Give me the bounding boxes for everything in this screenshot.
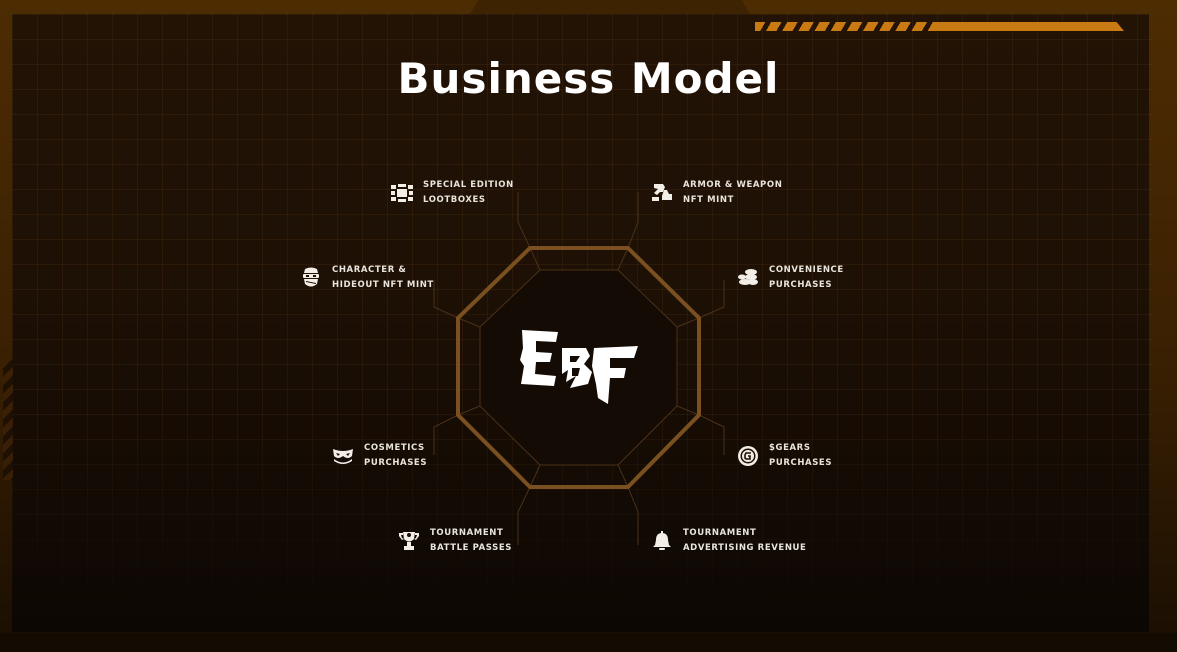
connector-lines [433, 192, 725, 545]
ebf-logo-icon [520, 330, 638, 404]
stream-character-hideout: CHARACTER &HIDEOUT NFT MINT [300, 263, 434, 293]
armor-boot-icon [651, 182, 673, 204]
outer-octagon [456, 246, 701, 489]
hazard-stripes [755, 22, 940, 31]
coins-stack-icon [737, 267, 759, 289]
side-hazard-stripes [3, 360, 13, 480]
bell-icon [651, 530, 673, 552]
trophy-icon [398, 530, 420, 552]
page-title: Business Model [397, 54, 780, 103]
lootbox-icon [391, 182, 413, 204]
frame-top-tab [470, 0, 750, 14]
gear-coin-icon [737, 445, 759, 467]
frame-bottom [0, 633, 1177, 652]
mask-icon [332, 445, 354, 467]
masked-character-icon [300, 267, 322, 289]
accent-bar [938, 22, 1124, 31]
